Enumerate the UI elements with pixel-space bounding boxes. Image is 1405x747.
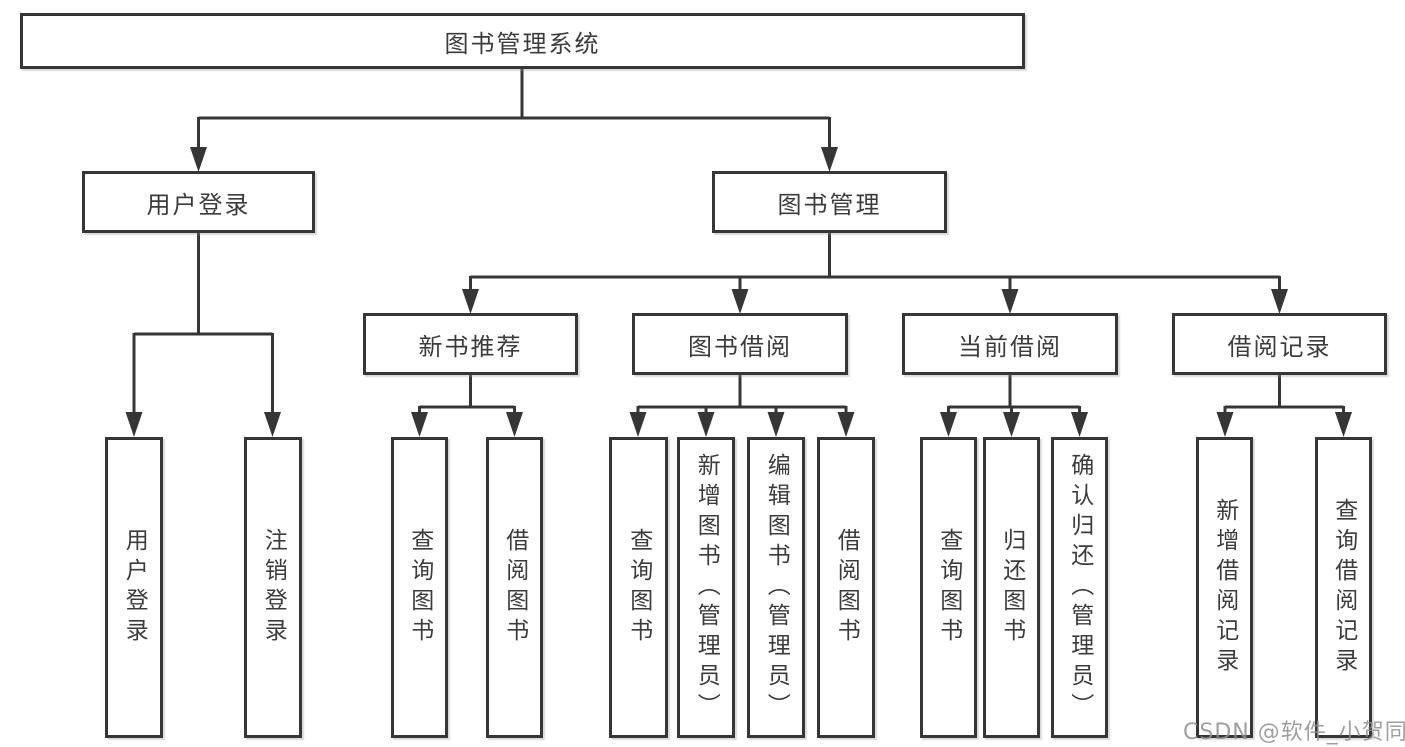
- leaf-edit-book-admin: 编辑图书（管理员）: [747, 437, 805, 738]
- leaf-logout-label: 注销登录: [260, 527, 287, 648]
- node-root: 图书管理系统: [20, 13, 1025, 69]
- leaf-query-books-current: 查询图书: [920, 437, 977, 738]
- csdn-watermark: CSDN @软件_小贺同学: [1183, 720, 1405, 745]
- leaf-query-borrow-record-label: 查询借阅记录: [1330, 497, 1357, 678]
- leaf-borrow-books-borrow-label: 借阅图书: [833, 527, 860, 648]
- leaf-add-borrow-record-label: 新增借阅记录: [1211, 497, 1238, 678]
- leaf-borrow-books-recommend-label: 借阅图书: [501, 527, 528, 648]
- node-borrow-records-label: 借阅记录: [1227, 332, 1332, 361]
- leaf-query-books-recommend-label: 查询图书: [406, 527, 433, 648]
- node-book-borrow-label: 图书借阅: [688, 332, 792, 361]
- node-new-book-recommend: 新书推荐: [363, 313, 578, 375]
- arrowheads: [125, 147, 1352, 437]
- leaf-add-book-admin: 新增图书（管理员）: [677, 437, 735, 738]
- leaf-user-login-label: 用户登录: [121, 527, 148, 648]
- leaf-add-book-admin-label: 新增图书（管理员）: [693, 452, 720, 723]
- leaf-borrow-books-recommend: 借阅图书: [486, 437, 543, 738]
- leaf-confirm-return-admin: 确认归还（管理员）: [1051, 437, 1108, 738]
- leaf-query-books-borrow-label: 查询图书: [625, 527, 652, 648]
- node-book-management: 图书管理: [712, 171, 947, 233]
- leaf-logout: 注销登录: [244, 437, 302, 738]
- leaf-user-login: 用户登录: [105, 437, 163, 738]
- node-current-borrow: 当前借阅: [902, 313, 1118, 375]
- leaf-add-borrow-record: 新增借阅记录: [1196, 437, 1253, 738]
- node-new-book-recommend-label: 新书推荐: [418, 332, 523, 361]
- leaf-query-books-borrow: 查询图书: [609, 437, 668, 738]
- leaf-query-books-current-label: 查询图书: [935, 527, 962, 648]
- node-user-login: 用户登录: [82, 171, 315, 233]
- node-book-management-label: 图书管理: [777, 190, 882, 219]
- leaf-confirm-return-admin-label: 确认归还（管理员）: [1066, 452, 1093, 723]
- node-current-borrow-label: 当前借阅: [958, 332, 1062, 361]
- leaf-return-book: 归还图书: [983, 437, 1040, 738]
- leaf-return-book-label: 归还图书: [998, 527, 1025, 648]
- leaf-query-borrow-record: 查询借阅记录: [1315, 437, 1372, 738]
- node-user-login-label: 用户登录: [146, 190, 251, 219]
- node-borrow-records: 借阅记录: [1172, 313, 1387, 375]
- node-book-borrow: 图书借阅: [632, 313, 848, 375]
- node-root-label: 图书管理系统: [444, 29, 601, 58]
- leaf-borrow-books-borrow: 借阅图书: [817, 437, 875, 738]
- leaf-edit-book-admin-label: 编辑图书（管理员）: [763, 452, 790, 723]
- leaf-query-books-recommend: 查询图书: [391, 437, 448, 738]
